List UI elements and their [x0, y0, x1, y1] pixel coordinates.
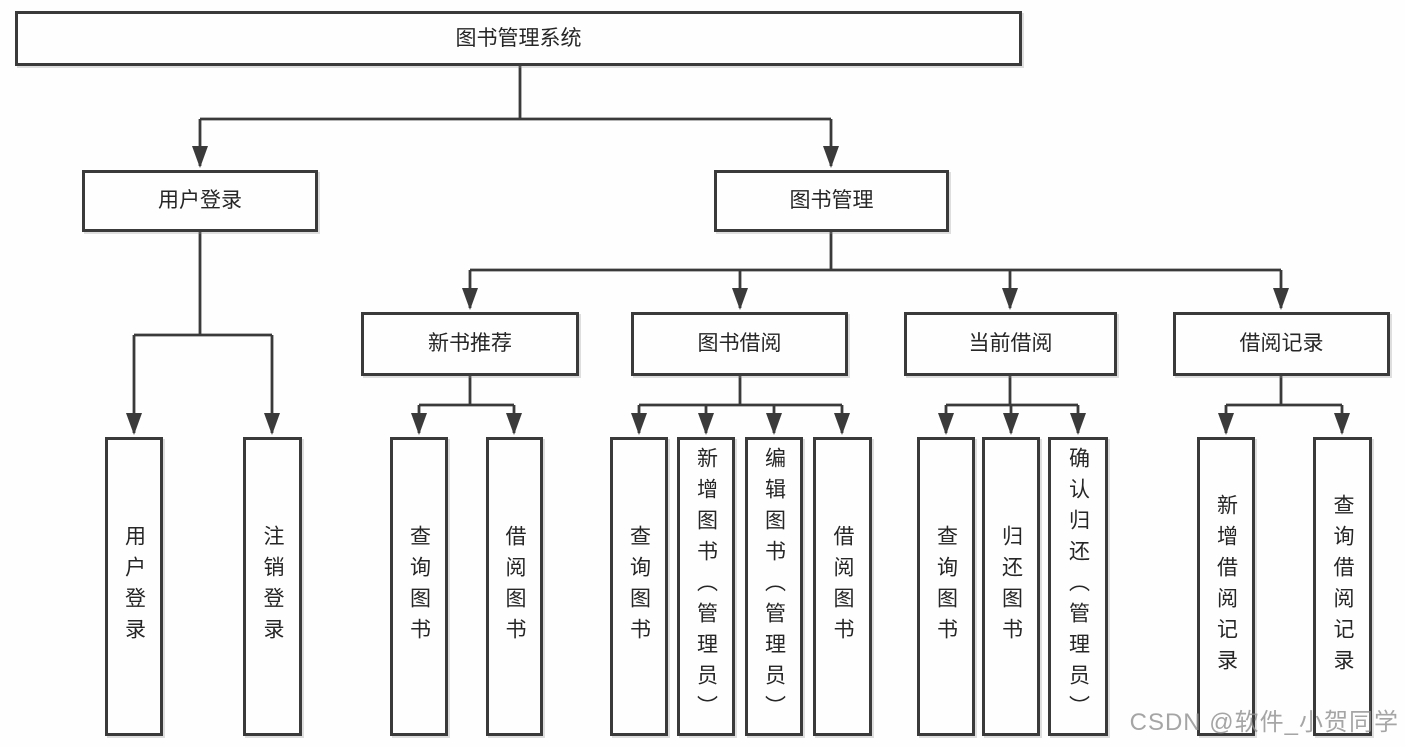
node-user-login: 用户登录 [82, 170, 318, 232]
leaf-query-books-borrow: 查询图书 [610, 437, 668, 736]
node-new-book-recommend: 新书推荐 [361, 312, 579, 376]
leaf-logout-login: 注销登录 [243, 437, 302, 736]
node-current-borrow: 当前借阅 [904, 312, 1117, 376]
leaf-user-login: 用户登录 [105, 437, 163, 736]
leaf-borrow-books-recommend: 借阅图书 [486, 437, 543, 736]
leaf-query-borrow-record: 查询借阅记录 [1313, 437, 1372, 736]
leaf-borrow-books: 借阅图书 [813, 437, 872, 736]
node-root: 图书管理系统 [15, 11, 1022, 66]
leaf-add-book-admin: 新增图书（管理员） [677, 437, 735, 736]
leaf-edit-book-admin: 编辑图书（管理员） [745, 437, 803, 736]
leaf-query-books-recommend: 查询图书 [390, 437, 448, 736]
leaf-return-book: 归还图书 [982, 437, 1040, 736]
leaf-query-books-current: 查询图书 [917, 437, 975, 736]
leaf-confirm-return-admin: 确认归还（管理员） [1048, 437, 1108, 736]
node-book-management: 图书管理 [714, 170, 949, 232]
node-borrow-records: 借阅记录 [1173, 312, 1390, 376]
csdn-watermark: CSDN @软件_小贺同学 [1129, 709, 1399, 736]
leaf-add-borrow-record: 新增借阅记录 [1197, 437, 1255, 736]
node-book-borrow: 图书借阅 [631, 312, 848, 376]
